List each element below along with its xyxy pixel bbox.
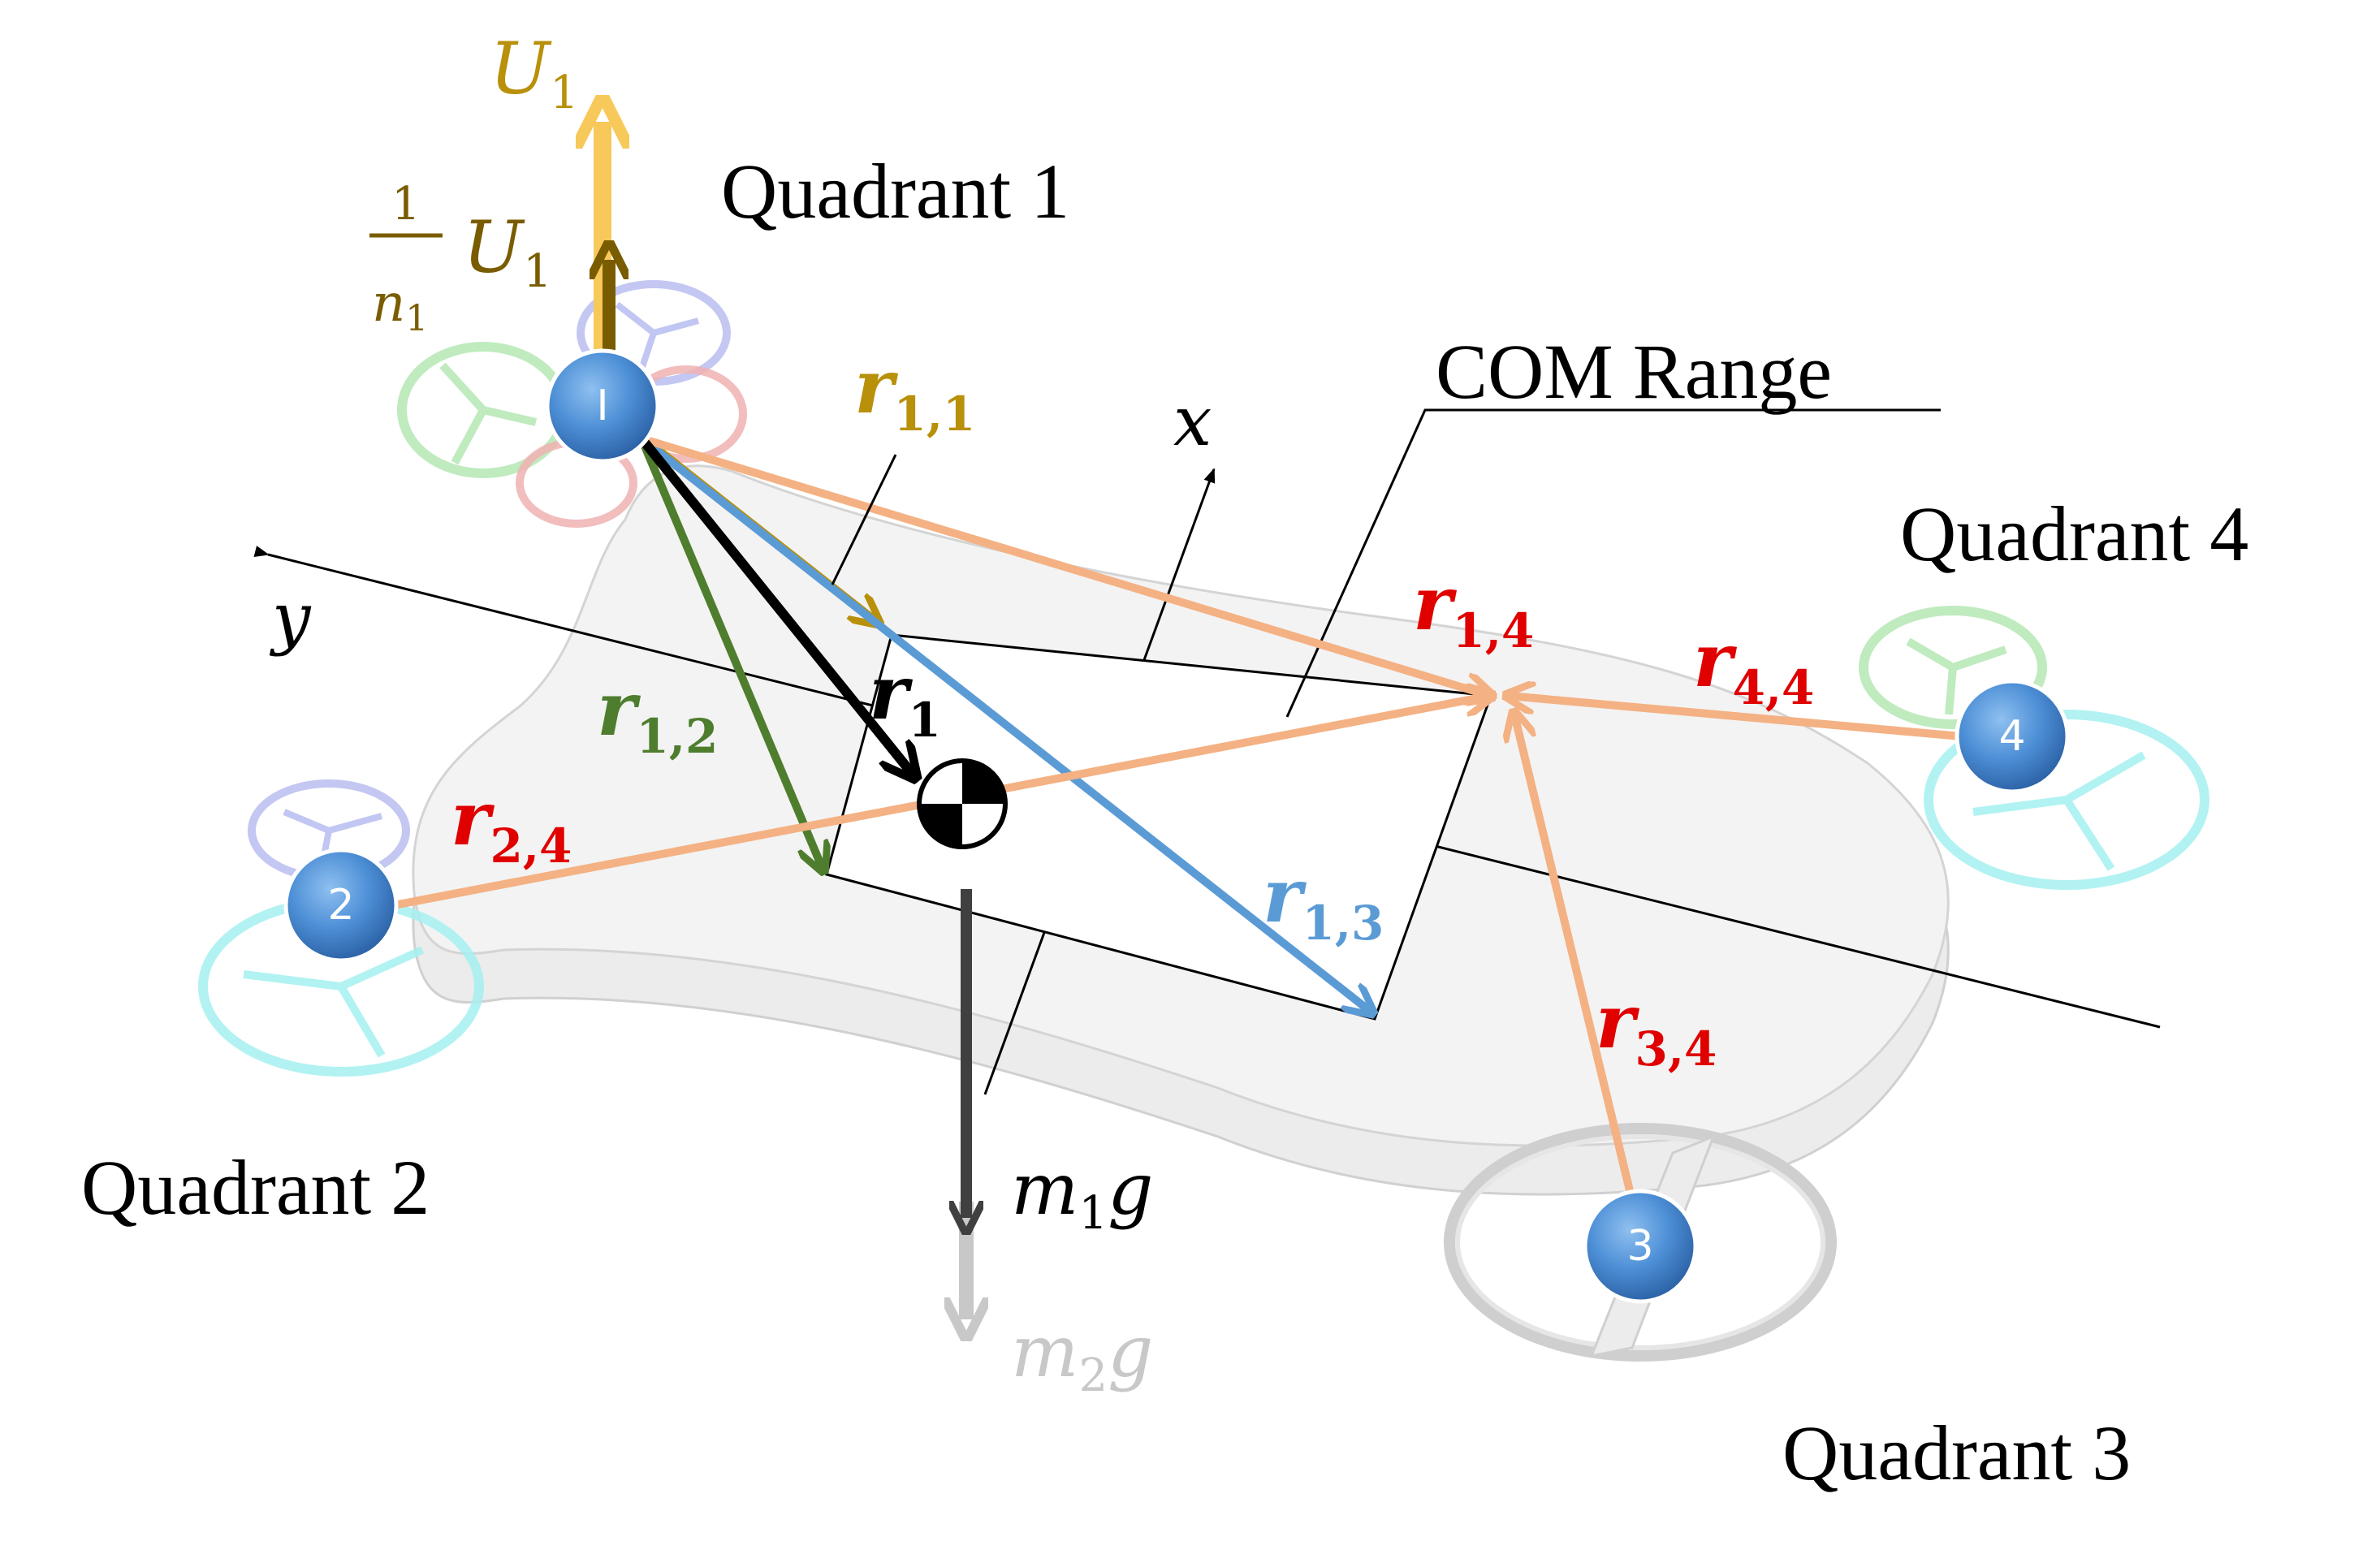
r12-arrow	[637, 437, 823, 869]
r44-arrow	[1509, 696, 1962, 740]
com-range-label: COM Range	[1436, 328, 1832, 415]
rotor-3-label: 3	[1626, 1222, 1653, 1271]
r14-label: r1,4	[1413, 559, 1534, 658]
rotor-3: 3	[1583, 1189, 1698, 1304]
r14-arrow	[640, 434, 1490, 696]
quadrant-4-label: Quadrant 4	[1900, 490, 2248, 577]
rotor-1: I	[545, 348, 660, 464]
rotor-1-label: I	[596, 382, 608, 430]
r34-arrow	[1514, 714, 1644, 1236]
y-axis-label: y	[269, 578, 312, 658]
u1-fraction-label: 1 n1 U1	[369, 178, 552, 339]
com-range-leader	[1285, 408, 1941, 718]
r44-label: r4,4	[1693, 616, 1814, 715]
r34-label: r3,4	[1596, 978, 1717, 1077]
r13-arrow	[638, 435, 1371, 1012]
m2g-label: m2g	[1011, 1310, 1153, 1402]
rotor-4-label: 4	[1998, 712, 2025, 761]
svg-text:U1: U1	[463, 205, 552, 298]
r11-label: r1,1	[854, 343, 975, 442]
r1-arrow	[637, 435, 914, 775]
r13-label: r1,3	[1263, 852, 1384, 951]
u1-label: U1	[490, 27, 579, 119]
rotor-2-label: 2	[327, 881, 354, 930]
r12-label: r1,2	[597, 665, 718, 764]
rotor-4: 4	[1955, 679, 2070, 794]
quadrant-1-label: Quadrant 1	[721, 148, 1069, 235]
center-of-mass-icon	[917, 758, 1008, 849]
svg-text:n1: n1	[372, 274, 428, 339]
m1g-label: m1g	[1011, 1147, 1153, 1240]
r24-label: r2,4	[451, 775, 572, 874]
quadrant-2-label: Quadrant 2	[81, 1144, 430, 1231]
rotor-2: 2	[283, 848, 399, 963]
r11-leader	[831, 454, 897, 585]
quadrant-3-label: Quadrant 3	[1782, 1409, 2131, 1496]
r1-label: r1	[869, 649, 941, 748]
x-axis-label: x	[1173, 382, 1212, 461]
svg-text:1: 1	[391, 178, 421, 231]
rotor-4-propellers	[1859, 606, 2209, 890]
